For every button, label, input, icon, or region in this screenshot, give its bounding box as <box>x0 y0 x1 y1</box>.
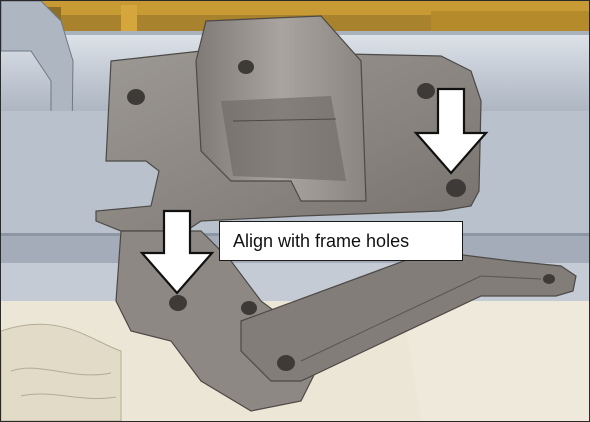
bracket-holes <box>127 60 555 371</box>
down-arrow-icon <box>139 209 215 295</box>
hole <box>417 83 435 99</box>
align-callout-label: Align with frame holes <box>219 221 463 261</box>
hole-aligned-right <box>446 179 466 197</box>
hole <box>277 355 295 371</box>
bracket-lower-arm <box>240 250 577 382</box>
hole <box>238 60 254 74</box>
hole-aligned-left <box>169 295 187 311</box>
hole <box>543 274 555 284</box>
hole <box>241 301 257 315</box>
hole <box>127 89 145 105</box>
down-arrow-icon <box>413 87 489 175</box>
